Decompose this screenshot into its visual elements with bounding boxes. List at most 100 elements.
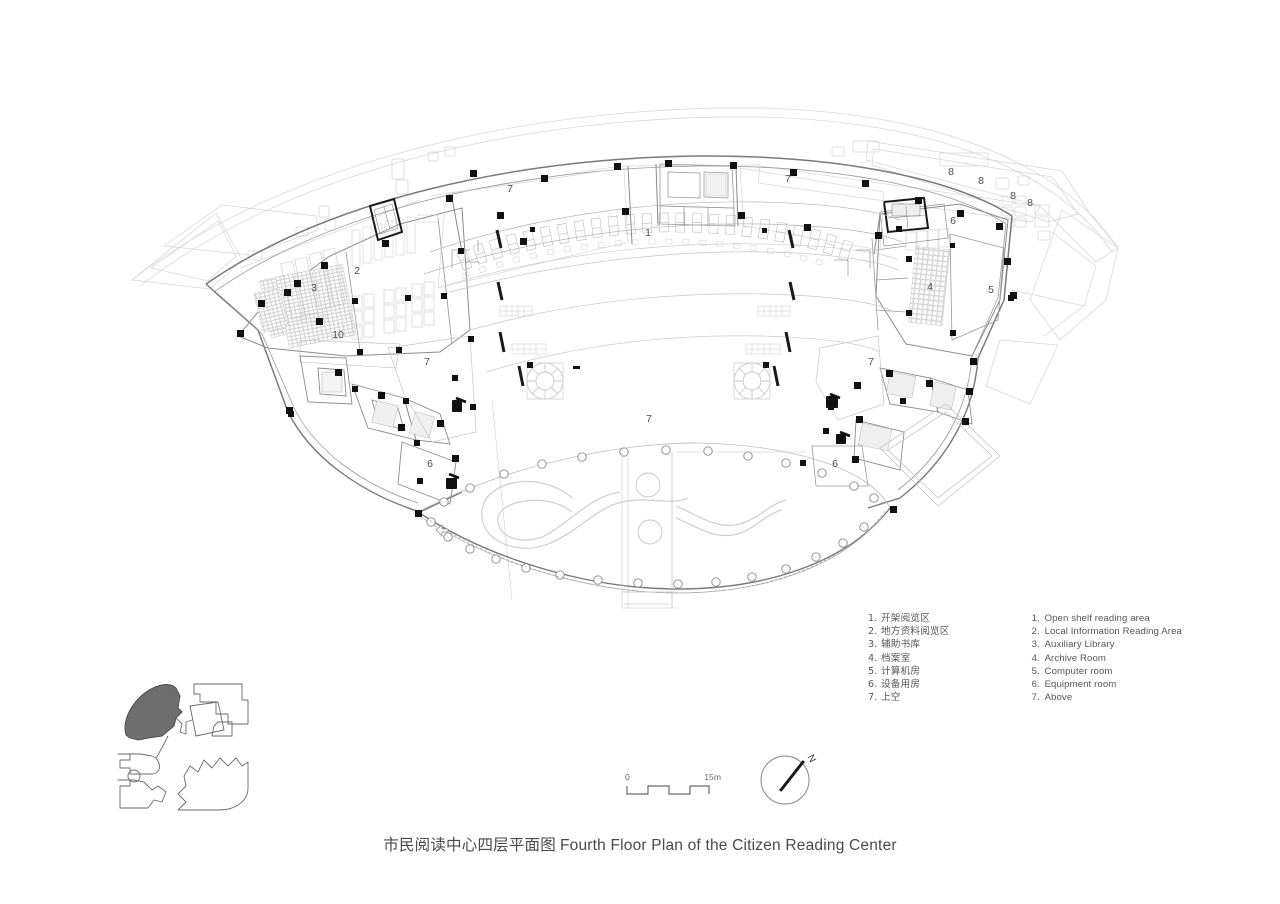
key-plan-building-sw-lower (117, 779, 167, 809)
spiral-stair-left (526, 362, 564, 400)
plaza-landscape (426, 445, 887, 608)
legend-item: 4. Archive Room (1032, 652, 1182, 665)
north-label: N (805, 753, 818, 765)
scale-bar-graphic (626, 785, 710, 795)
legend-label: Open shelf reading area (1044, 613, 1150, 624)
spiral-stair-right (733, 362, 771, 400)
legend: 1. 开架阅览区 2. 地方资料阅览区 3. 辅助书库 4. 档案室 5. 计算… (868, 612, 1182, 704)
scale-bar-labels: 0 15m (625, 772, 721, 784)
legend-number: 2. (868, 626, 878, 638)
legend-label: 地方资料阅览区 (881, 626, 950, 638)
plan-room-labels: 1 2 3 4 5 6 6 6 7 7 7 7 7 8 8 8 8 (311, 166, 1033, 470)
room-label-4: 4 (927, 281, 933, 293)
shear-walls (495, 229, 796, 387)
legend-item: 4. 档案室 (868, 652, 950, 665)
scale-min-label: 0 (625, 772, 630, 782)
key-plan-circle-node (127, 769, 141, 783)
room-label-1: 1 (645, 227, 651, 239)
heavy-walls (448, 392, 851, 480)
north-needle-icon (779, 760, 805, 792)
structural-columns (237, 160, 1017, 517)
legend-column-english: 1. Open shelf reading area 2. Local Info… (1032, 612, 1182, 704)
scale-bar: 0 15m (625, 772, 721, 804)
legend-label: Archive Room (1044, 652, 1107, 664)
legend-number: 3. (868, 639, 878, 651)
legend-label: 开架阅览区 (881, 613, 930, 624)
legend-label: Auxiliary Library (1044, 639, 1115, 651)
legend-item: 6. 设备用房 (868, 678, 950, 691)
legend-number: 5. (1031, 665, 1040, 677)
room-label-6b: 6 (832, 458, 838, 470)
legend-item: 6. Equipment room (1032, 678, 1182, 691)
key-plan-connector (175, 717, 193, 735)
room-label-7a: 7 (507, 183, 513, 195)
legend-label: 档案室 (881, 652, 911, 664)
legend-number: 7. (1031, 692, 1040, 704)
key-plan-path (155, 735, 169, 759)
room-label-3: 3 (311, 282, 317, 294)
key-plan-building-sw-upper (117, 753, 160, 775)
legend-label: 辅助书库 (881, 639, 921, 651)
room-label-7d: 7 (868, 356, 874, 368)
legend-number: 1. (868, 613, 878, 624)
legend-number: 4. (868, 652, 878, 664)
key-plan (108, 680, 260, 820)
legend-number: 5. (868, 665, 878, 677)
room-label-5: 5 (988, 284, 994, 296)
legend-item: 2. Local Information Reading Area (1032, 625, 1182, 638)
page-title-english: Fourth Floor Plan of the Citizen Reading… (559, 837, 897, 854)
legend-number: 2. (1031, 626, 1040, 638)
legend-number: 1. (1031, 613, 1040, 624)
room-label-10: 10 (332, 329, 344, 341)
room-label-6c: 6 (950, 215, 956, 227)
room-label-8d: 8 (1027, 197, 1033, 209)
legend-item: 3. 辅助书库 (868, 638, 950, 651)
room-label-2: 2 (354, 265, 360, 277)
right-wing (811, 196, 1009, 507)
atrium-balconies (299, 229, 899, 400)
scale-max-label: 15m (704, 772, 721, 782)
north-arrow: N (757, 748, 818, 808)
room-label-8a: 8 (948, 166, 954, 178)
legend-label: Equipment room (1044, 679, 1117, 691)
legend-item: 2. 地方资料阅览区 (868, 625, 950, 638)
central-reading-band (423, 163, 903, 289)
legend-number: 4. (1031, 652, 1040, 664)
legend-item: 7. Above (1032, 691, 1182, 704)
legend-number: 6. (868, 679, 878, 691)
room-label-6a: 6 (427, 458, 433, 470)
key-plan-subject-building (124, 684, 183, 741)
legend-item: 7. 上空 (868, 691, 950, 704)
reading-carrels (456, 212, 853, 271)
page-title-chinese: 市民阅读中心四层平面图 (383, 836, 556, 854)
legend-item: 5. 计算机房 (868, 665, 950, 678)
legend-item: 1. 开架阅览区 (868, 612, 950, 625)
legend-label: Computer room (1044, 665, 1113, 677)
room-label-8c: 8 (1010, 190, 1016, 202)
room-label-7b: 7 (785, 173, 791, 185)
legend-label: 设备用房 (881, 679, 921, 691)
legend-label: 上空 (881, 692, 901, 704)
legend-column-chinese: 1. 开架阅览区 2. 地方资料阅览区 3. 辅助书库 4. 档案室 5. 计算… (868, 612, 950, 704)
legend-label: Local Information Reading Area (1044, 626, 1182, 638)
key-plan-building-ne (193, 683, 249, 725)
adjacent-structures-ghost (131, 107, 1119, 609)
legend-item: 3. Auxiliary Library (1032, 638, 1182, 651)
key-plan-building-center (189, 701, 225, 737)
legend-number: 6. (1031, 679, 1040, 691)
room-label-8b: 8 (978, 175, 984, 187)
core-walls (446, 366, 846, 489)
perimeter-columns (426, 445, 879, 589)
room-label-7e: 7 (646, 413, 652, 425)
north-arrow-circle (760, 755, 810, 805)
legend-label: 计算机房 (881, 665, 921, 677)
legend-number: 7. (868, 692, 878, 704)
key-plan-building-se (177, 757, 249, 811)
legend-number: 3. (1031, 639, 1040, 651)
legend-item: 1. Open shelf reading area (1032, 612, 1182, 625)
legend-label: Above (1044, 692, 1073, 704)
legend-item: 5. Computer room (1032, 665, 1182, 678)
